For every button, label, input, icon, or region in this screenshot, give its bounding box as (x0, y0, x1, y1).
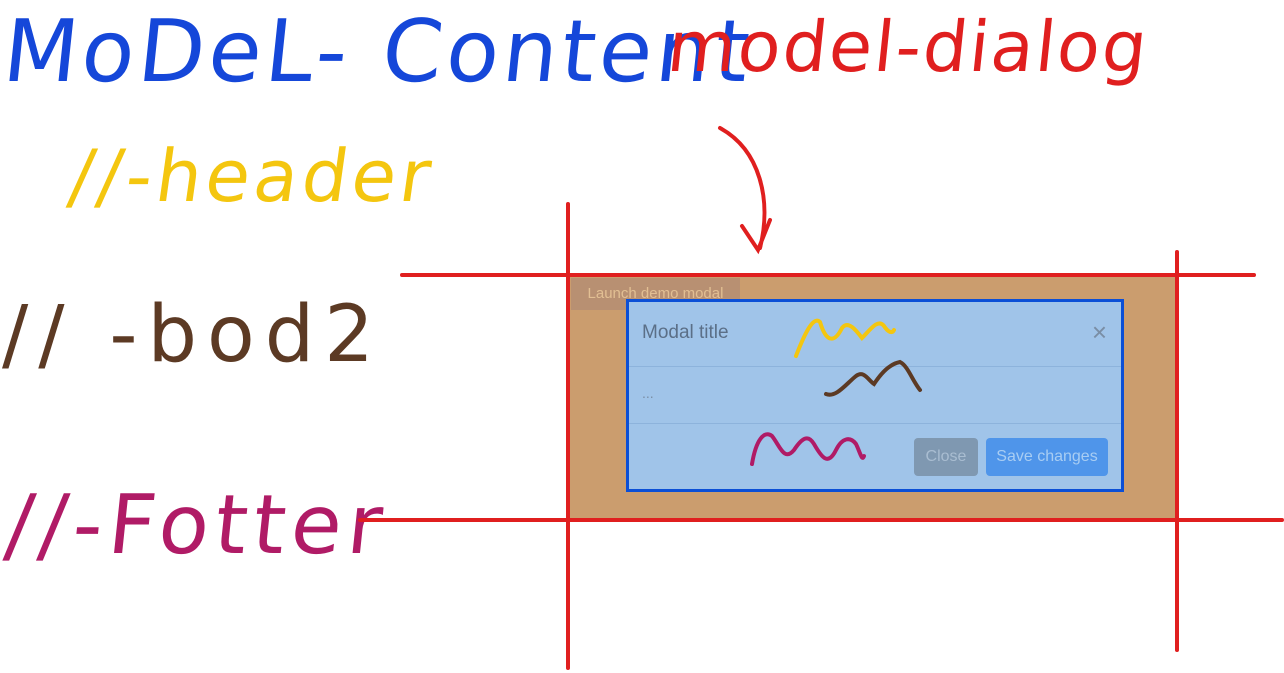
footer-squiggle (750, 432, 866, 466)
modal-body: ... (629, 367, 1121, 424)
body-squiggle (824, 359, 922, 397)
modal-content: Modal title × ... Close Save changes (626, 299, 1124, 492)
annotation-body: // -bod2 (2, 290, 384, 380)
modal-title: Modal title (642, 322, 729, 343)
arrow-icon (718, 126, 772, 255)
modal-header: Modal title × (629, 302, 1121, 367)
close-icon[interactable]: × (1091, 317, 1107, 347)
modal-body-text: ... (642, 385, 654, 401)
close-button[interactable]: Close (914, 438, 978, 476)
header-squiggle (794, 318, 896, 358)
save-changes-button[interactable]: Save changes (986, 438, 1108, 476)
